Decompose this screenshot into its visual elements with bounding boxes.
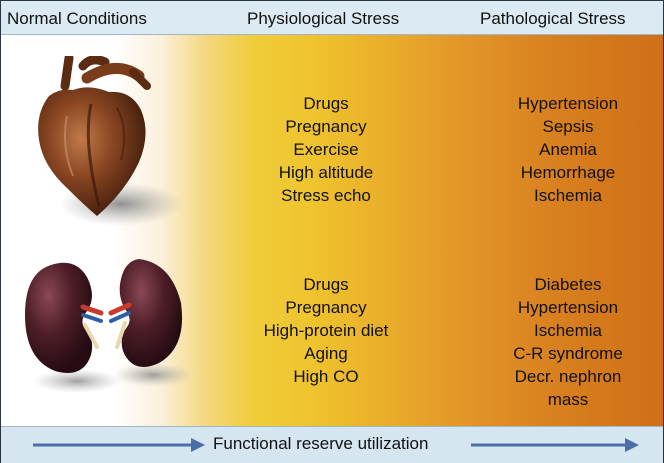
- list-item: Hypertension: [517, 94, 619, 113]
- list-item: Hemorrhage: [520, 163, 616, 182]
- list-item: Pregnancy: [285, 298, 367, 317]
- heart-physiological-list: Drugs Pregnancy Exercise High altitude S…: [241, 92, 411, 207]
- functional-reserve-label: Functional reserve utilization: [213, 434, 429, 453]
- list-item: High CO: [293, 367, 359, 386]
- kidney-physiological-list: Drugs Pregnancy High-protein diet Aging …: [241, 273, 411, 388]
- list-item: Sepsis: [542, 117, 594, 136]
- list-item: Pregnancy: [285, 117, 367, 136]
- header-bar: Normal Conditions Physiological Stress P…: [1, 1, 663, 35]
- list-item: mass: [547, 390, 589, 409]
- header-pathological-stress: Pathological Stress: [480, 9, 626, 28]
- list-item: Decr. nephron: [514, 367, 622, 386]
- list-item: High altitude: [278, 163, 374, 182]
- kidney-icon: [25, 259, 193, 393]
- list-item: Drugs: [303, 275, 349, 294]
- footer-bar: Functional reserve utilization: [1, 426, 663, 463]
- header-physiological-stress: Physiological Stress: [247, 9, 400, 28]
- list-item: Drugs: [303, 94, 349, 113]
- list-item: C-R syndrome: [513, 344, 623, 363]
- arrow-right-icon: [471, 438, 639, 452]
- arrow-right-icon: [33, 438, 205, 452]
- list-item: Anemia: [539, 140, 597, 159]
- list-item: Hypertension: [517, 298, 619, 317]
- kidney-pathological-list: Diabetes Hypertension Ischemia C-R syndr…: [483, 273, 653, 411]
- heart-icon: [38, 56, 183, 226]
- list-item: Aging: [304, 344, 348, 363]
- list-item: Diabetes: [534, 275, 602, 294]
- list-item: Ischemia: [533, 321, 603, 340]
- header-normal-conditions: Normal Conditions: [7, 9, 147, 28]
- list-item: Exercise: [293, 140, 359, 159]
- heart-pathological-list: Hypertension Sepsis Anemia Hemorrhage Is…: [483, 92, 653, 207]
- list-item: High-protein diet: [263, 321, 389, 340]
- list-item: Ischemia: [533, 186, 603, 205]
- list-item: Stress echo: [281, 186, 371, 205]
